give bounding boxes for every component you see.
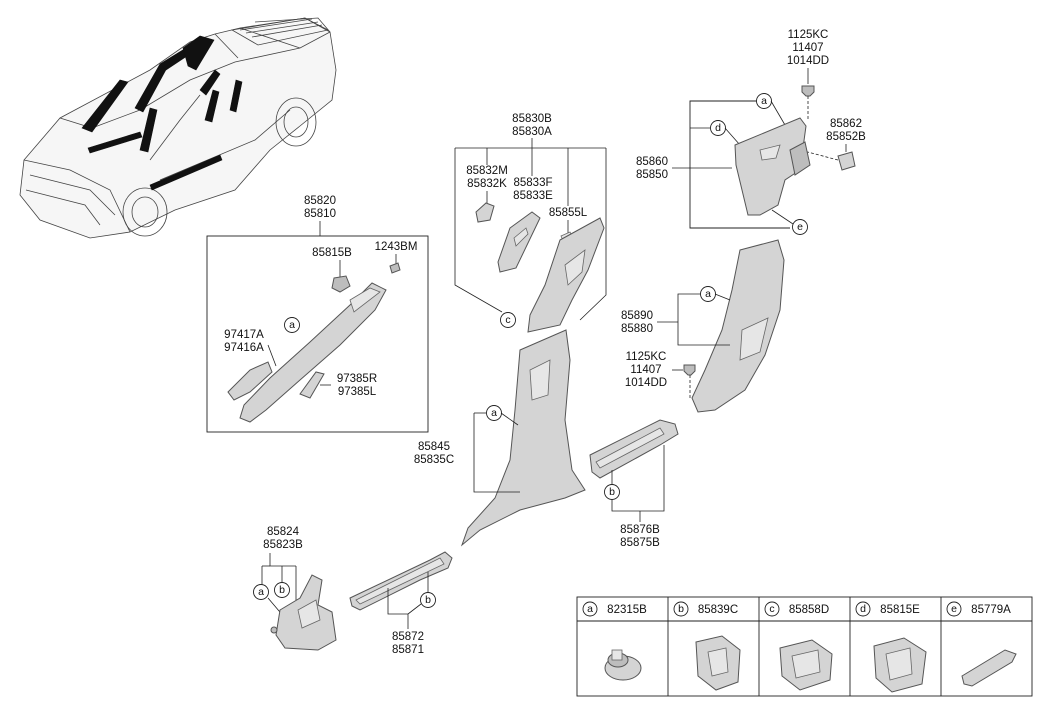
legend-part-d: 85815E [880,604,920,616]
legend-letter-c: c [769,603,774,615]
clip-85815B-part [331,275,351,293]
label-85876B: 85876B [620,524,660,536]
label-97417A: 97417A [224,329,264,341]
callout-b-kick: b [279,584,285,596]
label-85845: 85845 [418,441,450,453]
label-85872: 85872 [392,631,424,643]
callout-e: e [797,221,803,233]
group-85876B: b 85876B 85875B [589,419,679,549]
cover-85832M-part [475,202,495,223]
label-85862: 85862 [830,118,862,130]
callout-b-rear: b [609,486,615,498]
label-85880: 85880 [621,323,653,335]
legend-cell-b: b 85839C [673,601,741,691]
label-85860: 85860 [636,156,668,168]
label-85810: 85810 [304,208,336,220]
fastener-legend-table: a 82315B b 85839C c 85858D d 85815E [576,596,1033,697]
grille-97417A-part [227,361,273,401]
label-1125KC-top: 1125KC [788,29,829,41]
legend-letter-d: d [860,603,866,615]
label-85852B: 85852B [826,131,866,143]
label-85830B: 85830B [512,113,552,125]
legend-letter-e: e [951,603,957,615]
callout-b-front: b [425,594,431,606]
legend-part-a: 82315B [607,604,647,616]
label-85823B: 85823B [263,539,303,551]
label-85830A: 85830A [512,126,552,138]
callout-a-cpillar: a [705,288,711,300]
label-85833F: 85833F [513,177,552,189]
group-85824: 85824 85823B a b [253,526,337,651]
group-85860: 1125KC 11407 1014DD 85862 85852B a d 858… [636,29,866,235]
label-85815B: 85815B [312,247,352,259]
label-85824: 85824 [267,526,300,538]
b-pillar-lower-trim-part [460,329,586,547]
legend-cell-c: c 85858D [764,601,833,691]
legend-part-b: 85839C [698,604,738,616]
legend-cell-a: a 82315B [582,601,647,681]
callout-a-kick: a [258,586,264,598]
callout-c: c [505,314,510,326]
vehicle-overview-illustration [19,17,337,239]
label-85832K: 85832K [467,178,507,190]
callout-a-pillar: a [289,319,295,331]
legend-letter-b: b [678,603,684,615]
group-85845: a 85845 85835C [414,329,586,547]
legend-part-c: 85858D [789,604,829,616]
legend-cell-d: d 85815E [855,601,927,693]
bolt-mid-part [683,364,696,376]
label-85850: 85850 [636,169,668,181]
label-11407-top: 11407 [792,42,823,54]
label-1014DD-mid: 1014DD [625,377,667,389]
group-85820: 85820 85810 85815B 1243BM 97417A 97416A … [206,195,429,433]
bolt-top-part [801,85,815,97]
legend-part-e: 85779A [971,604,1011,616]
legend-letter-a: a [587,603,593,615]
label-85875B: 85875B [620,537,660,549]
label-85832M: 85832M [466,165,508,177]
legend-icon-85779A [961,649,1017,687]
label-97416A: 97416A [224,342,264,354]
label-1243BM: 1243BM [375,241,418,253]
label-85871: 85871 [392,644,424,656]
label-85855L: 85855L [549,207,588,219]
label-97385L: 97385L [338,386,377,398]
callout-a-upper: a [761,95,767,107]
label-97385R: 97385R [337,373,377,385]
callout-d: d [715,122,721,134]
label-85890: 85890 [621,310,653,322]
cover-85862-part [837,151,856,171]
group-85872: b 85872 85871 [349,551,453,656]
a-pillar-trim-part [239,282,387,423]
label-85833E: 85833E [513,190,553,202]
group-85820-frame [206,235,429,433]
label-11407-mid: 11407 [630,364,661,376]
grille-97385R-part [299,371,325,399]
screw-1243BM-part [389,262,401,274]
label-85820: 85820 [304,195,336,207]
label-1125KC-mid: 1125KC [626,351,667,363]
b-pillar-upper-trim-part [527,217,605,333]
group-85830B: 85830B 85830A 85832M 85832K 85833F 85833… [454,113,607,333]
callout-a-bpillar: a [491,407,497,419]
c-pillar-upper-trim-part [734,117,807,216]
legend-cell-e: e 85779A [946,601,1017,687]
label-1014DD-top: 1014DD [787,55,829,67]
label-85835C: 85835C [414,454,454,466]
group-85890: a 85890 85880 1125KC 11407 1014DD [621,239,785,413]
c-pillar-lower-trim-part [691,239,785,413]
